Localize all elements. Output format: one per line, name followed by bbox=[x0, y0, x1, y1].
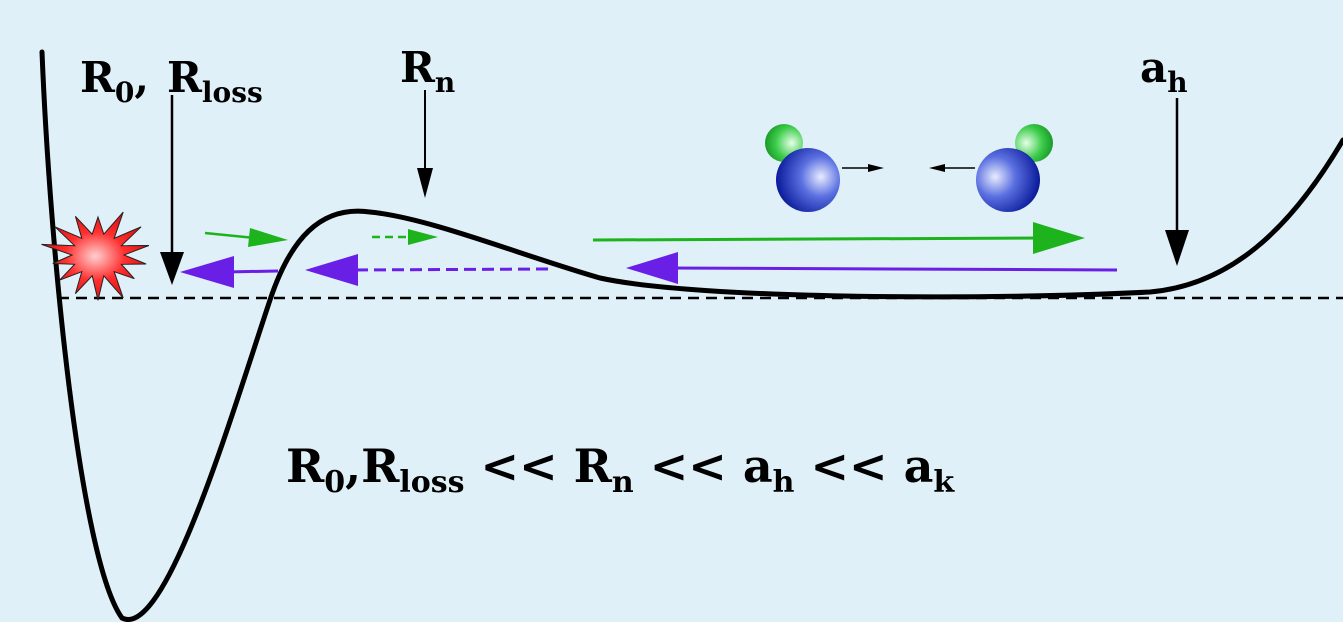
green-arrow-dashed bbox=[372, 229, 438, 245]
pointer-arrow-ah bbox=[1165, 98, 1189, 266]
explosion-burst-icon bbox=[41, 211, 150, 301]
purple-arrow-long bbox=[626, 252, 1118, 284]
molecule-left-icon bbox=[765, 124, 884, 212]
label-r0-rloss: R0,Rloss bbox=[80, 53, 263, 109]
purple-arrow-short bbox=[180, 256, 279, 288]
pointer-arrow-rn bbox=[417, 90, 433, 198]
label-ah: ah bbox=[1140, 43, 1188, 99]
green-arrow-small bbox=[204, 228, 288, 247]
green-arrow-long bbox=[592, 222, 1085, 254]
purple-arrow-dashed bbox=[305, 254, 549, 286]
potential-curve bbox=[39, 49, 1343, 622]
pointer-arrow-r0 bbox=[160, 95, 184, 285]
length-scale-relation: R0,Rloss << Rn << ah << ak bbox=[286, 439, 955, 500]
molecule-right-icon bbox=[929, 124, 1053, 212]
label-rn: Rn bbox=[400, 43, 455, 99]
